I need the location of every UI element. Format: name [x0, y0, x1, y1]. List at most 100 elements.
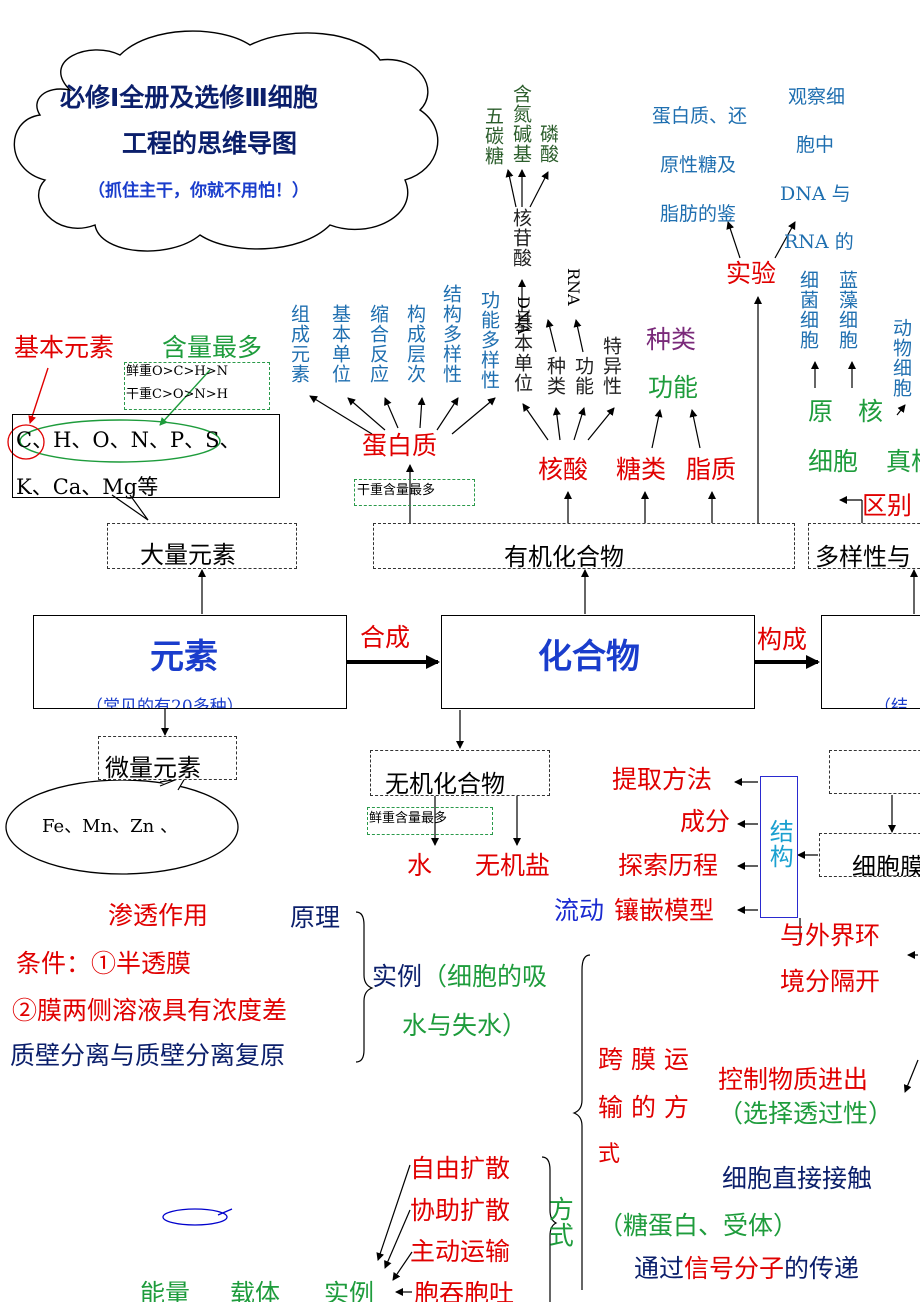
- brace-principle: [355, 911, 374, 1063]
- sugar-kind-label: 种类: [646, 325, 697, 354]
- major-element-box: 大量元素: [107, 523, 297, 569]
- experiment-right-4: RNA 的: [784, 231, 854, 253]
- compound-title: 化合物: [538, 637, 640, 677]
- cell-box-sub: （结: [874, 697, 908, 709]
- element-box: 元素 （常见的有20多种）: [33, 615, 347, 709]
- trace-element-list: Fe、Mn、Zn 、: [42, 816, 179, 837]
- title-sub: （抓住主干，你就不用怕！）: [88, 181, 309, 201]
- structure-label: 结构: [765, 819, 794, 869]
- inorganic-compound-box: 无机化合物: [370, 750, 550, 796]
- sugar-function-label: 功能: [648, 373, 699, 402]
- structure-box: 结构: [760, 776, 798, 918]
- organic-compound-box: 有机化合物: [373, 523, 795, 569]
- separate-label-1: 与外界环: [780, 921, 881, 950]
- animal-cell-label: 动物细胞: [889, 318, 912, 398]
- components-label: 成分: [680, 807, 731, 836]
- experiment-left-3: 脂肪的鉴: [660, 203, 737, 225]
- history-label: 探索历程: [618, 851, 719, 880]
- osmosis-example-a: 实例: [372, 962, 423, 991]
- nucleotide-label: 核苷酸: [509, 208, 532, 268]
- major-element-list-box: [12, 414, 280, 498]
- major-element-line1: C、H、O、N、P、S、: [16, 428, 241, 452]
- trace-ellipse: [5, 779, 239, 875]
- membrane-box-text: 细胞膜: [852, 853, 920, 877]
- dry-order: 干重C>O>N>H: [126, 387, 228, 402]
- brace-transport: [572, 954, 591, 1290]
- organic-compound-text: 有机化合物: [504, 543, 624, 569]
- prokaryote-label: 原 核: [808, 397, 884, 426]
- major-element-text: 大量元素: [140, 541, 236, 569]
- trace-element-text: 微量元素: [105, 754, 201, 780]
- experiment-left-1: 蛋白质、还: [652, 105, 748, 127]
- contact-label: 细胞直接接触: [722, 1164, 873, 1193]
- nucleic-item-kind: 种类: [543, 356, 566, 396]
- experiment-right-2: 胞中: [796, 134, 835, 156]
- facilitated-diffusion-label: 协助扩散: [410, 1196, 511, 1225]
- rna-label: RNA: [564, 268, 583, 306]
- nucleic-item-unit: 基本单位: [510, 313, 533, 393]
- title-line2: 工程的思维导图: [122, 129, 298, 158]
- cell-box: （结: [821, 615, 920, 709]
- transport-title-3: 式: [598, 1142, 621, 1164]
- fresh-most-text: 鲜重含量最多: [369, 811, 448, 826]
- dry-most-box: [354, 479, 475, 506]
- small-blue-ellipse: [162, 1208, 228, 1226]
- transport-ways-label: 方式: [545, 1196, 575, 1248]
- nucleic-acid-label: 核酸: [538, 455, 589, 484]
- protein-item-unit: 基本单位: [328, 304, 351, 384]
- bacteria-label: 细菌细胞: [796, 270, 819, 350]
- cell-prefix-label: 细胞: [808, 447, 859, 476]
- endo-exocytosis-label: 胞吞胞吐: [414, 1280, 515, 1302]
- difference-label: 区别: [862, 491, 913, 520]
- nucleic-item-function: 功能: [571, 356, 594, 396]
- cyanobacteria-label: 蓝藻细胞: [835, 270, 858, 350]
- callout-tail: [111, 494, 149, 521]
- extraction-label: 提取方法: [612, 765, 713, 794]
- brace-ways: [541, 1156, 558, 1302]
- element-subtitle: （常见的有20多种）: [86, 697, 244, 709]
- link-synthesize: 合成: [360, 623, 411, 652]
- protein-item-condensation: 缩合反应: [366, 304, 389, 384]
- chon-ellipse: [19, 419, 221, 463]
- salt-label: 无机盐: [475, 851, 551, 880]
- simple-diffusion-label: 自由扩散: [410, 1154, 511, 1183]
- fresh-most-box: [367, 807, 493, 835]
- bottom-example: 实例: [324, 1280, 375, 1302]
- dry-most-text: 干重含量最多: [357, 483, 436, 498]
- fresh-order: 鲜重O>C>H>N: [126, 364, 228, 379]
- transport-title-2: 输 的 方: [598, 1093, 689, 1122]
- plasmolysis-label: 质壁分离与质壁分离复原: [10, 1041, 286, 1070]
- model-label-b: 镶嵌模型: [614, 896, 715, 925]
- experiment-right-3: DNA 与: [780, 183, 851, 205]
- signal-label-a: 通过: [634, 1254, 685, 1283]
- selective-label: （选择透过性）: [718, 1099, 894, 1128]
- bottom-energy: 能量: [140, 1280, 191, 1302]
- order-box: [124, 362, 270, 410]
- osmosis-condition-1: 条件：①半透膜: [16, 949, 192, 978]
- trace-element-box: 微量元素: [98, 736, 237, 780]
- separate-label-2: 境分隔开: [780, 967, 881, 996]
- membrane-box: 细胞膜: [819, 833, 920, 877]
- osmosis-example-b: （细胞的吸: [422, 962, 548, 991]
- experiment-label: 实验: [726, 259, 777, 288]
- bottom-carrier: 载体: [230, 1280, 281, 1302]
- signal-label-c: 的传递: [784, 1254, 860, 1283]
- transport-title-1: 跨 膜 运: [598, 1045, 689, 1074]
- water-label: 水: [407, 851, 433, 880]
- compound-box: 化合物: [441, 615, 755, 709]
- c-ellipse: [7, 424, 45, 460]
- protein-label: 蛋白质: [362, 431, 438, 460]
- protein-item-levels: 构成层次: [403, 304, 426, 384]
- nucleic-item-specificity: 特异性: [599, 336, 622, 396]
- element-title: 元素: [150, 637, 218, 677]
- experiment-left-2: 原性糖及: [660, 154, 737, 176]
- nucleotide-part-phosphate: 磷酸: [536, 124, 559, 164]
- protein-item-structure-diversity: 结构多样性: [439, 284, 462, 384]
- dna-label: DNA: [514, 296, 533, 335]
- signal-label-b: 信号分子: [684, 1254, 785, 1283]
- experiment-right-1: 观察细: [788, 86, 846, 108]
- protein-item-elements: 组成元素: [287, 304, 310, 384]
- title-line1: 必修Ⅰ全册及选修Ⅲ细胞: [60, 83, 318, 112]
- cell-upper-box: [829, 750, 920, 794]
